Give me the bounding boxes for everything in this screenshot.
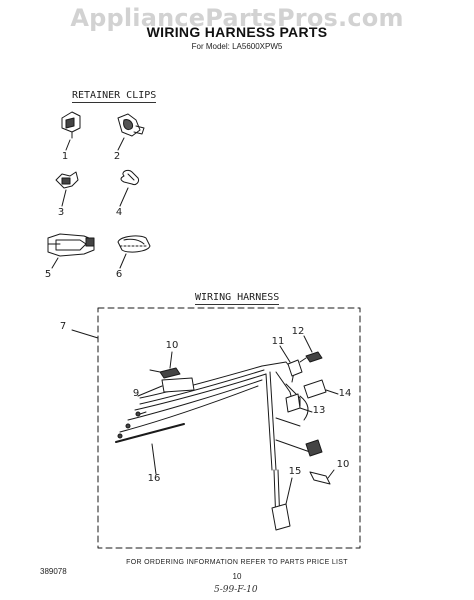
- connector-11: [287, 359, 303, 377]
- main-wire-harness: [119, 361, 311, 525]
- leader-line-3: [61, 189, 67, 207]
- wire-terminal: [125, 423, 131, 429]
- leader-line-10-lower: [327, 469, 335, 479]
- part-number-13: 13: [312, 405, 326, 416]
- part-number-4: 4: [115, 207, 123, 218]
- page-title: WIRING HARNESS PARTS: [146, 24, 328, 40]
- retainer-clip-6: [117, 235, 151, 253]
- part-number-10-lower: 10: [336, 459, 350, 470]
- retainer-clip-3: [55, 171, 79, 189]
- leader-line-9: [137, 385, 163, 397]
- part-number-16: 16: [147, 473, 161, 484]
- leader-line-5: [51, 257, 59, 269]
- part-number-5: 5: [44, 269, 52, 280]
- part-number-10-upper: 10: [165, 340, 179, 351]
- leader-line-6: [119, 253, 127, 269]
- leader-line-15: [285, 477, 293, 505]
- connector-9: [161, 377, 195, 393]
- leader-line-2: [117, 137, 125, 151]
- harness-enclosure: [97, 307, 361, 549]
- leader-line-11: [279, 345, 291, 363]
- leader-line-7: [71, 329, 99, 339]
- terminal-10-upper: [149, 367, 181, 379]
- wire-terminal: [135, 411, 141, 417]
- leader-line-16: [151, 443, 157, 475]
- retainer-clip-2: [117, 113, 145, 137]
- connector-13: [285, 393, 301, 413]
- part-number-15: 15: [288, 466, 302, 477]
- part-number-7: 7: [59, 321, 67, 332]
- part-number-12: 12: [291, 326, 305, 337]
- terminal-10-lower: [305, 439, 331, 485]
- part-number-3: 3: [57, 207, 65, 218]
- terminal-12: [299, 351, 323, 363]
- part-number-1: 1: [61, 151, 69, 162]
- connector-14: [303, 379, 327, 399]
- plug-15: [271, 503, 291, 531]
- leader-line-12: [303, 335, 313, 353]
- wiring-harness-heading: WIRING HARNESS: [195, 292, 280, 305]
- ground-wire: [115, 423, 185, 443]
- part-number-11: 11: [271, 336, 285, 347]
- retainer-clip-5: [47, 233, 95, 257]
- ordering-note: FOR ORDERING INFORMATION REFER TO PARTS …: [126, 559, 348, 566]
- handwritten-note: 5-99-F-10: [214, 585, 258, 595]
- part-number-9: 9: [132, 388, 140, 399]
- leader-line-13: [299, 407, 313, 413]
- retainer-clip-4: [120, 169, 139, 185]
- leader-line-14: [325, 389, 339, 395]
- site-watermark: AppliancePartsPros.com: [70, 4, 404, 32]
- wire-terminal: [117, 433, 123, 439]
- retainer-clip-1: [61, 111, 81, 139]
- leader-line-1: [65, 139, 71, 151]
- retainer-clips-heading: RETAINER CLIPS: [72, 90, 157, 103]
- leader-line-4: [119, 187, 129, 207]
- part-number-6: 6: [115, 269, 123, 280]
- part-number-14: 14: [338, 388, 352, 399]
- document-code: 389078: [40, 567, 67, 576]
- part-number-2: 2: [113, 151, 121, 162]
- leader-line-10-upper: [169, 351, 173, 369]
- model-label: For Model: LA5600XPW5: [191, 42, 283, 51]
- page-number: 10: [232, 572, 242, 581]
- wire-end: [139, 411, 147, 415]
